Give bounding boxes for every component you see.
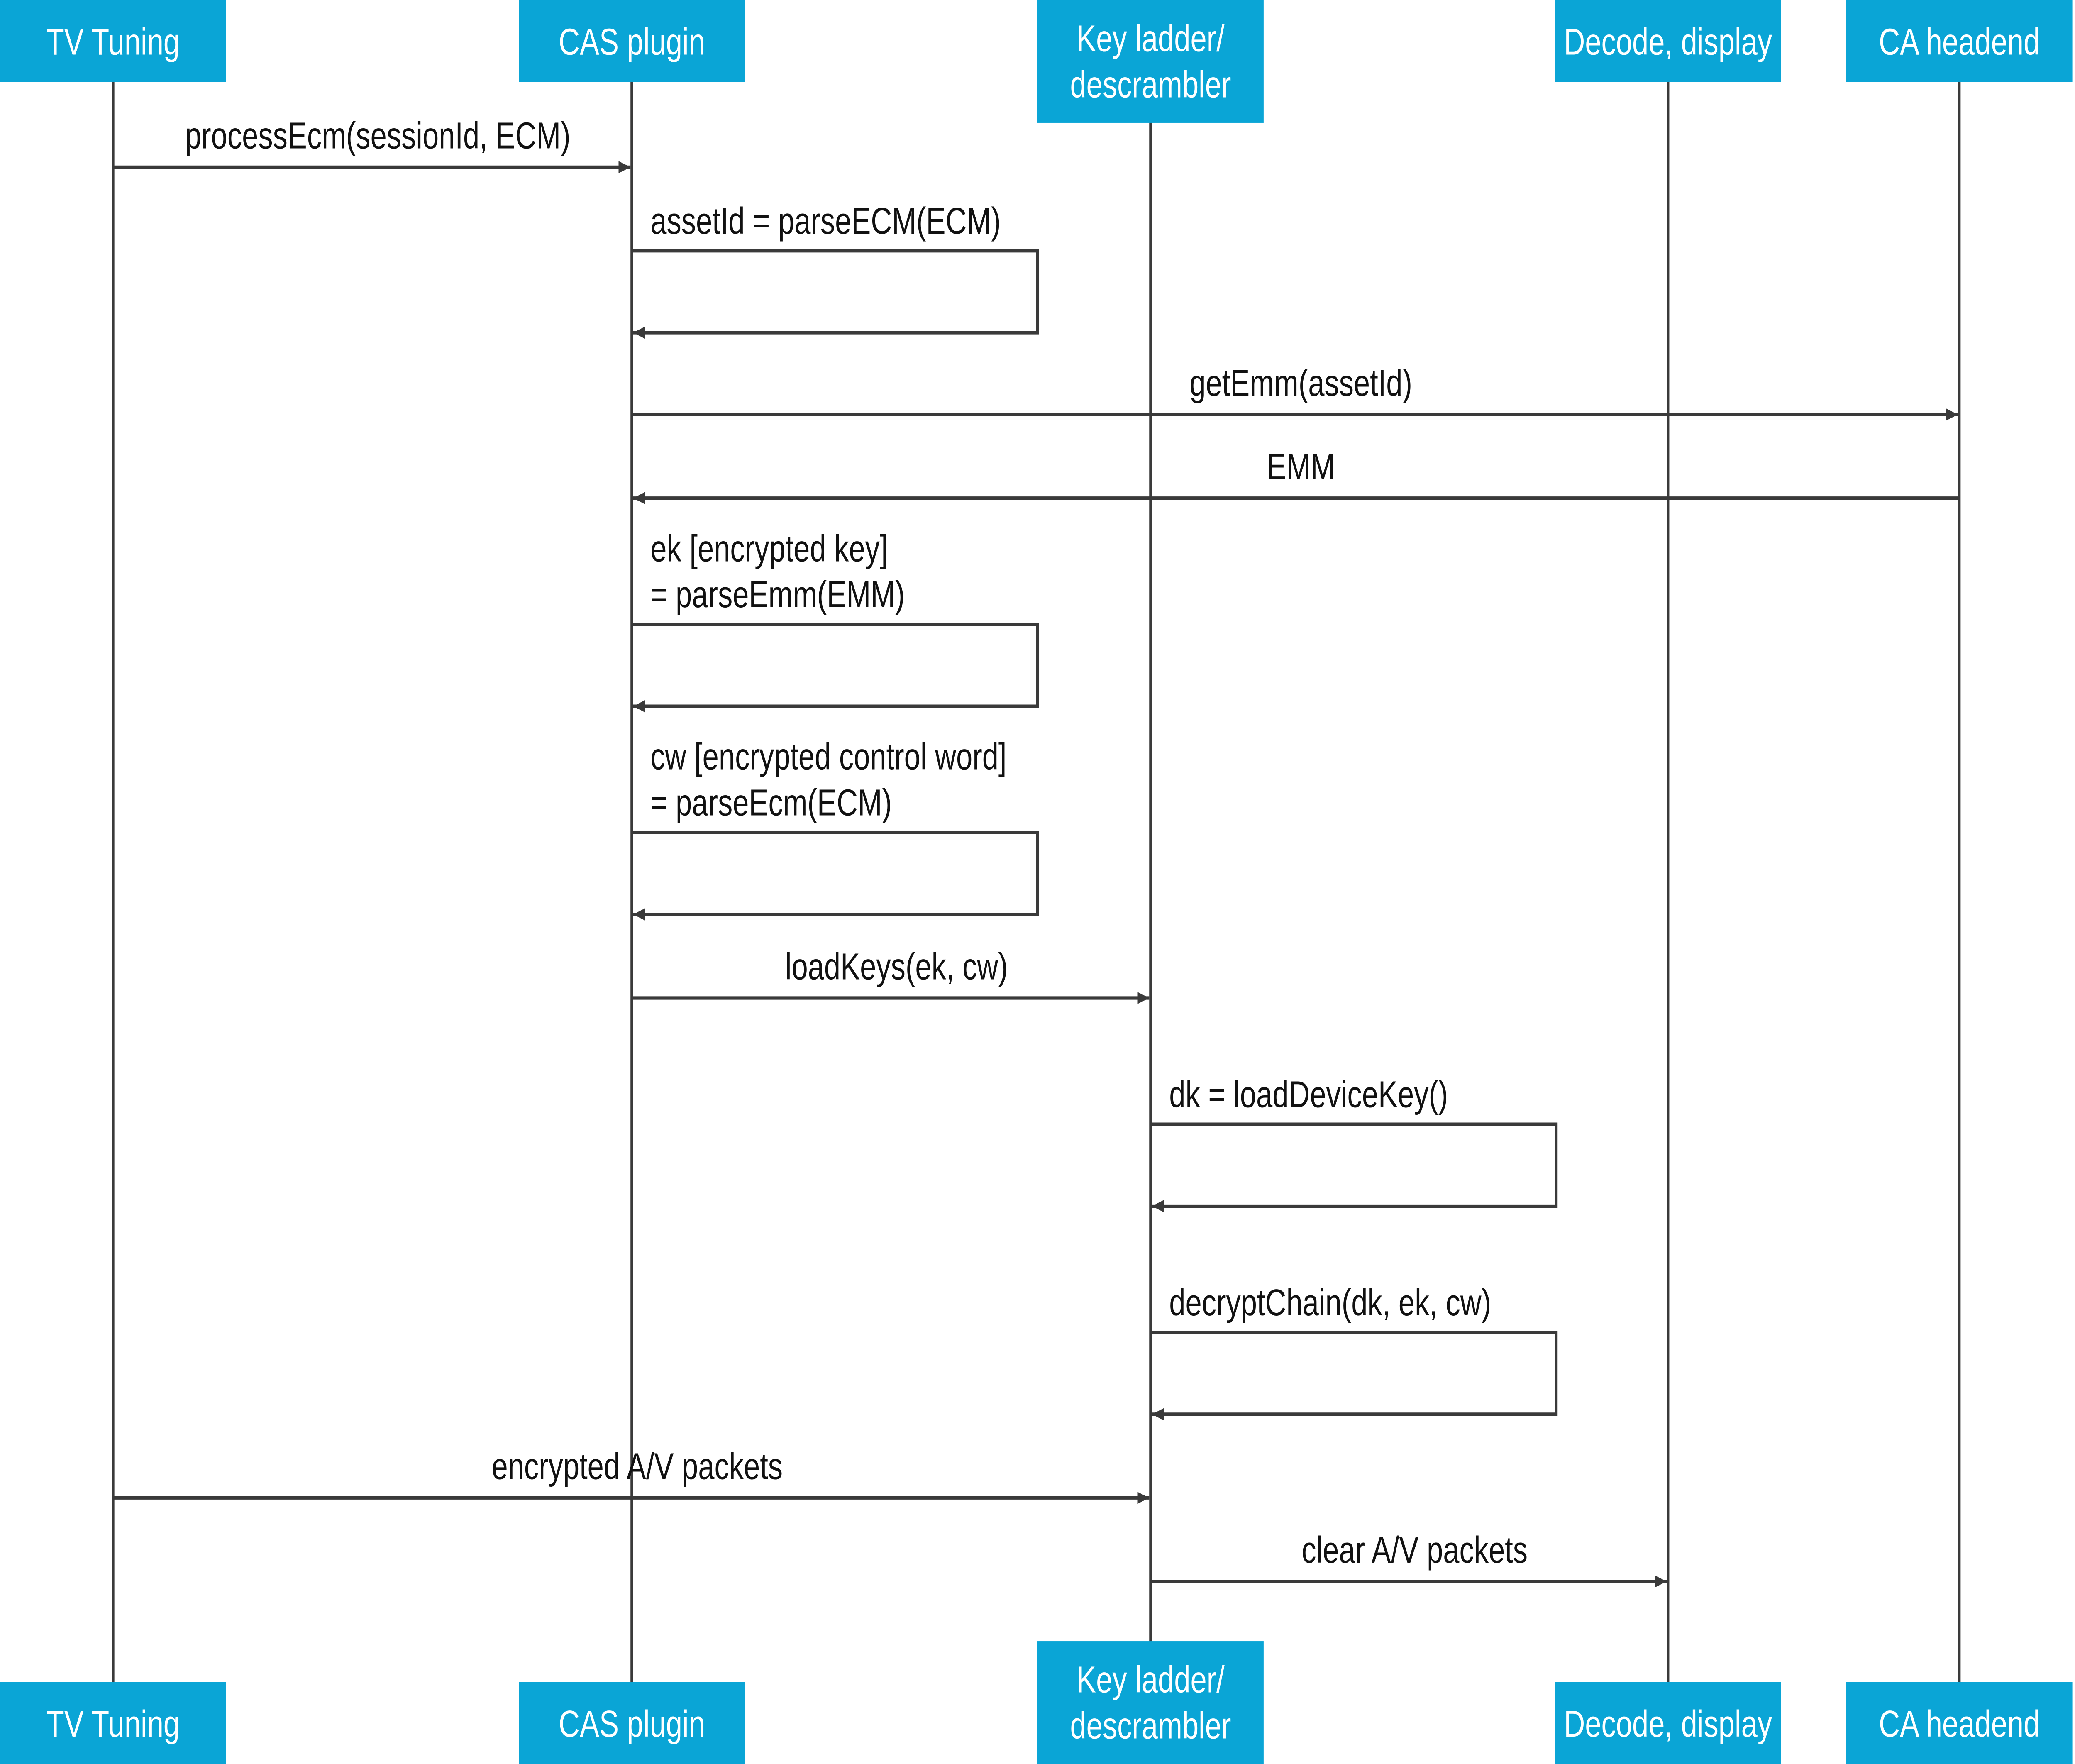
participant-box [519,1682,745,1764]
participant-label: CAS plugin [559,21,705,63]
participant-label: Decode, display [1564,1703,1772,1745]
message-label: cw [encrypted control word] [650,736,1006,777]
self-message: dk = loadDeviceKey() [1150,1074,1558,1212]
message-line [1150,1330,1558,1421]
participant-box [0,0,226,82]
participant-key-ladder-descrambler-top: Key ladder/descrambler [1038,0,1264,123]
participant-label: descrambler [1070,1705,1231,1747]
message-label: EMM [1267,446,1335,488]
participant-label: descrambler [1070,64,1231,105]
message-label: getEmm(assetId) [1189,362,1412,404]
participant-decode-display-top: Decode, display [1555,0,1781,82]
message-line [1150,1122,1558,1212]
participant-ca-headend-top: CA headend [1846,0,2073,82]
participant-cas-plugin-bottom: CAS plugin [519,1682,745,1764]
self-message: assetId = parseECM(ECM) [632,200,1039,339]
message-label: processEcm(sessionId, ECM) [185,115,571,156]
participant-label: CA headend [1879,1703,2040,1745]
participant-cas-plugin-top: CAS plugin [519,0,745,82]
lifelines [112,68,1961,1689]
self-message: cw [encrypted control word] = parseEcm(EC… [632,736,1039,921]
participant-box [519,0,745,82]
message-label: loadKeys(ek, cw) [785,946,1008,987]
participant-decode-display-bottom: Decode, display [1555,1682,1781,1764]
participant-label: TV Tuning [46,1703,180,1745]
message-arrow: getEmm(assetId) [632,362,1958,421]
participant-label: Key ladder/ [1077,18,1225,59]
message-label: ek [encrypted key] [650,528,888,569]
participant-box [1846,1682,2073,1764]
message-label: encrypted A/V packets [491,1446,783,1487]
participant-box [1555,0,1781,82]
message-label: assetId = parseECM(ECM) [650,200,1001,242]
message-arrow: processEcm(sessionId, ECM) [113,115,631,173]
message-line [632,249,1039,339]
message-label: decryptChain(dk, ek, cw) [1169,1282,1491,1324]
message-label: dk = loadDeviceKey() [1169,1074,1448,1115]
participant-label: TV Tuning [46,21,180,63]
participant-box [0,1682,226,1764]
participant-tv-tuning-bottom: TV Tuning [0,1682,226,1764]
participant-key-ladder-descrambler-bottom: Key ladder/descrambler [1038,1641,1264,1764]
participant-ca-headend-bottom: CA headend [1846,1682,2073,1764]
participant-label: Decode, display [1564,21,1772,63]
message-label: = parseEmm(EMM) [650,574,905,616]
message-arrow: clear A/V packets [1150,1529,1667,1588]
message-line [632,831,1039,921]
message-arrow: loadKeys(ek, cw) [632,946,1150,1004]
participant-box [1846,0,2073,82]
participant-box [1038,1641,1264,1764]
message-label: clear A/V packets [1301,1529,1528,1571]
messages: processEcm(sessionId, ECM) assetId = pars… [113,115,1960,1588]
participant-label: CAS plugin [559,1703,705,1745]
participant-box [1555,1682,1781,1764]
message-arrow: encrypted A/V packets [113,1446,1150,1504]
message-arrow: EMM [633,446,1960,504]
participant-box [1038,0,1264,123]
self-message: decryptChain(dk, ek, cw) [1150,1282,1558,1421]
self-message: ek [encrypted key] = parseEmm(EMM) [632,528,1039,713]
participant-label: Key ladder/ [1077,1659,1225,1700]
message-line [632,623,1039,713]
message-label: = parseEcm(ECM) [650,782,892,823]
participant-label: CA headend [1879,21,2040,63]
participant-tv-tuning-top: TV Tuning [0,0,226,82]
